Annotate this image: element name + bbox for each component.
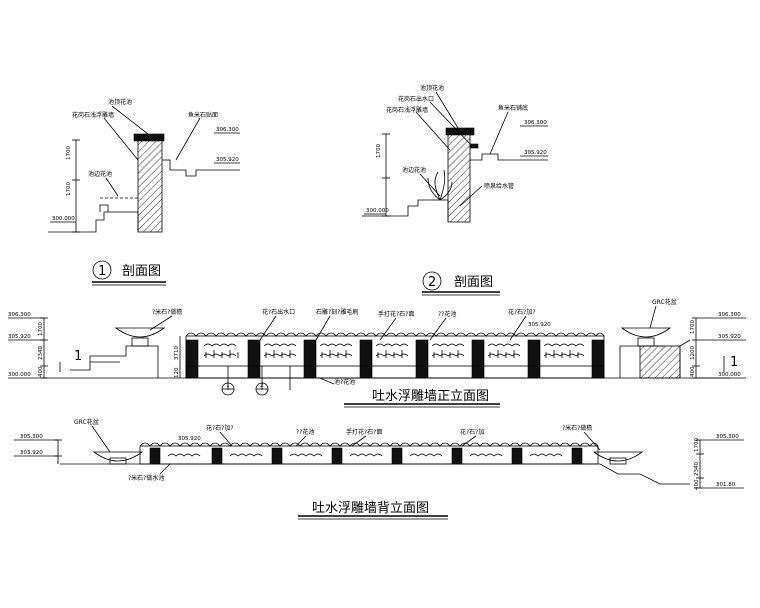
back-label-flower-stone: 花?石?加 (460, 428, 484, 436)
s2-label-pool-edge: 池边花池 (402, 166, 426, 174)
front-elev-right-top: 306.300 (718, 312, 741, 318)
s2-label-sesame: 鱼米石铺底 (498, 104, 528, 112)
front-marker-right: 1 (730, 355, 738, 370)
front-label-left-coping: ?米石?做檐 (152, 308, 182, 316)
section-1-number: 1 (98, 264, 106, 279)
front-elev-mid-top: 305.920 (528, 322, 551, 328)
back-wall-body (139, 445, 599, 465)
svg-text:1200: 1200 (690, 346, 696, 360)
front-elevation-title: 吐水浮雕墙正立面图 (372, 389, 489, 404)
svg-text:400: 400 (38, 366, 44, 377)
back-elev-right-top: 305.300 (716, 434, 739, 440)
front-elev-left-mid: 305.920 (8, 334, 31, 340)
s1-label-sesame: 鱼米石贴面 (188, 111, 218, 119)
front-label-outlet: 花?石出水口 (262, 308, 295, 316)
section-1-title: 剖面图 (122, 264, 161, 279)
section-2-title-block (422, 271, 500, 296)
back-elevation-title: 吐水浮雕墙背立面图 (312, 501, 429, 516)
front-elev-left-top: 306.300 (8, 312, 31, 318)
section-2-title: 剖面图 (454, 275, 493, 290)
front-label-relief: 石雕?刻?雕毛刷 (316, 308, 358, 316)
back-elev-left-bottom: 303.920 (20, 450, 43, 456)
svg-text:120: 120 (174, 367, 180, 378)
front-elevation-title-block (344, 403, 500, 408)
svg-text:3710: 3710 (174, 346, 180, 360)
svg-text:2340: 2340 (38, 346, 44, 360)
s2-label-spout: 花岗石出水口 (398, 95, 434, 103)
back-label-right-coping: ?米石?做檐 (562, 424, 592, 432)
svg-text:1700: 1700 (376, 144, 382, 158)
svg-text:400: 400 (690, 366, 696, 377)
s2-elev-bottom: 300.000 (366, 208, 389, 214)
s1-label-relief: 花岗石浅浮雕墙 (72, 111, 114, 119)
back-elevation-title-block (298, 515, 448, 520)
s2-label-pool-top: 池顶花池 (420, 84, 444, 92)
front-marker-left: 1 (74, 349, 82, 364)
back-label-top-stone: 花?石?加? (206, 424, 234, 432)
section-1-drawing: 1700 1700 (48, 105, 240, 233)
s2-elev-top: 306.300 (524, 120, 547, 126)
svg-text:2340: 2340 (694, 462, 700, 476)
s2-label-relief: 花岗石浅浮雕墙 (386, 106, 428, 114)
front-label-top-stone: 花?石?加? (508, 308, 536, 316)
wall-section-2 (447, 133, 471, 223)
svg-text:400: 400 (694, 479, 700, 490)
back-elev-right-bottom: 301.80 (716, 482, 736, 488)
front-label-pool: ??花池 (438, 310, 456, 318)
front-section-ref-1: 1 (226, 383, 230, 389)
s1-label-pool-top: 池顶花池 (108, 98, 132, 106)
front-section-ref-2: 2 (260, 383, 264, 389)
back-label-hand-stone: 手打花?石?面 (346, 428, 382, 436)
s2-label-pump: 喷泉给水管 (484, 182, 514, 190)
back-label-left-coping: ?米石?做水池 (128, 474, 164, 482)
wall-section (137, 139, 163, 233)
front-label-grc: GRC花盆 (652, 298, 677, 306)
front-elev-right-mid: 305.920 (718, 334, 741, 340)
back-elev-left-top: 305.300 (20, 434, 43, 440)
s1-elev-water: 305.920 (216, 157, 239, 163)
coping (133, 133, 165, 142)
back-label-pool: ??花池 (296, 428, 314, 436)
section-2-number: 2 (428, 275, 436, 290)
section-1-title-block (92, 260, 166, 286)
s1-elev-bottom: 300.000 (52, 216, 75, 222)
front-label-base: 池?花池 (334, 378, 355, 386)
back-elevation-drawing: 1700 2340 400 (14, 425, 744, 490)
section-2-drawing: 1700 (362, 91, 548, 223)
s1-elev-top: 306.300 (216, 127, 239, 133)
svg-text:1700: 1700 (66, 182, 72, 196)
s2-elev-water: 305.920 (524, 150, 547, 156)
front-elevation-drawing: 1700 2340 400 3710 120 1700 1200 400 (8, 305, 746, 396)
svg-text:1700: 1700 (38, 322, 44, 336)
back-elev-mid-top: 305.920 (178, 436, 201, 442)
s1-label-pool-edge: 池边花池 (88, 170, 112, 178)
front-elev-left-bottom: 300.000 (8, 372, 31, 378)
svg-text:1700: 1700 (66, 146, 72, 160)
spout (469, 143, 479, 149)
svg-text:1700: 1700 (694, 438, 700, 452)
back-label-grc: GRC花盆 (74, 418, 99, 426)
front-label-hand-stone: 手打花?石?面 (378, 310, 414, 318)
front-elev-right-bottom: 300.000 (718, 372, 741, 378)
coping-2 (445, 127, 475, 136)
svg-text:1700: 1700 (690, 320, 696, 334)
